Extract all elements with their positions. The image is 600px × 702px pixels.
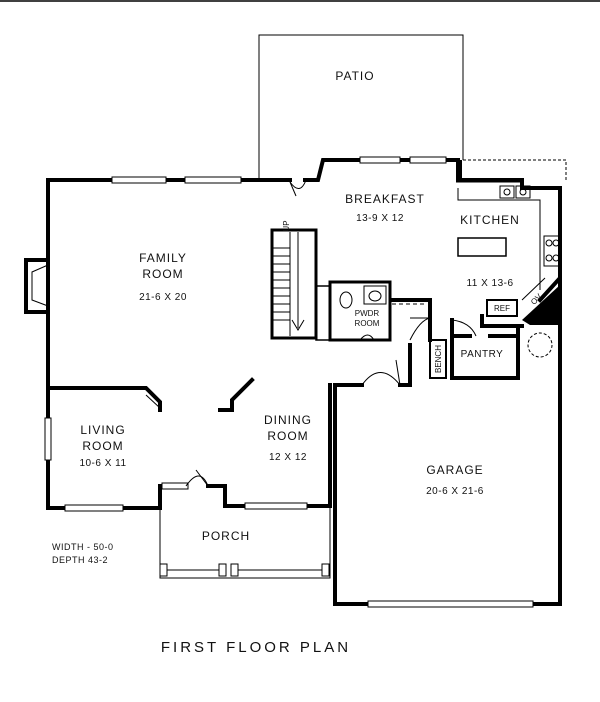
patio-label: PATIO xyxy=(335,69,374,83)
patio-area xyxy=(258,34,464,178)
width-note: WIDTH - 50-0 xyxy=(52,542,114,552)
kitchen-label: KITCHEN xyxy=(460,213,520,227)
kitchen-size: 11 X 13-6 xyxy=(466,278,513,289)
ref-label: REF xyxy=(494,304,510,313)
breakfast-label: BREAKFAST xyxy=(345,192,425,206)
pantry-label: PANTRY xyxy=(461,349,504,360)
interior-walls xyxy=(46,159,567,412)
plan-title: FIRST FLOOR PLAN xyxy=(161,639,351,656)
plan-notes: WIDTH - 50-0 DEPTH 43-2 xyxy=(52,542,114,565)
dining-room-size: 12 X 12 xyxy=(269,452,307,463)
garage-label: GARAGE xyxy=(426,463,483,477)
powder-room-label-2: ROOM xyxy=(355,319,380,328)
family-room-label-2: ROOM xyxy=(142,267,183,281)
dining-room-label-1: DINING xyxy=(264,413,312,427)
powder-room-label-1: PWDR xyxy=(355,309,380,318)
depth-note: DEPTH 43-2 xyxy=(52,555,108,565)
room-labels: PATIO BREAKFAST 13-9 X 12 KITCHEN 11 X 1… xyxy=(79,69,544,543)
family-room-label-1: FAMILY xyxy=(139,251,187,265)
breakfast-size: 13-9 X 12 xyxy=(356,213,404,224)
living-room-label-2: ROOM xyxy=(82,439,123,453)
doors xyxy=(185,179,477,487)
family-room-size: 21-6 X 20 xyxy=(139,292,187,303)
fireplace xyxy=(24,258,50,314)
living-room-label-1: LIVING xyxy=(80,423,125,437)
dining-room-label-2: ROOM xyxy=(267,429,308,443)
stair-up-label: UP xyxy=(282,220,291,231)
living-room-size: 10-6 X 11 xyxy=(79,458,126,469)
garage-size: 20-6 X 21-6 xyxy=(426,486,484,497)
bench-label: BENCH xyxy=(434,345,443,373)
porch-label: PORCH xyxy=(202,529,250,543)
windows xyxy=(44,156,534,608)
porch-area xyxy=(159,492,331,579)
